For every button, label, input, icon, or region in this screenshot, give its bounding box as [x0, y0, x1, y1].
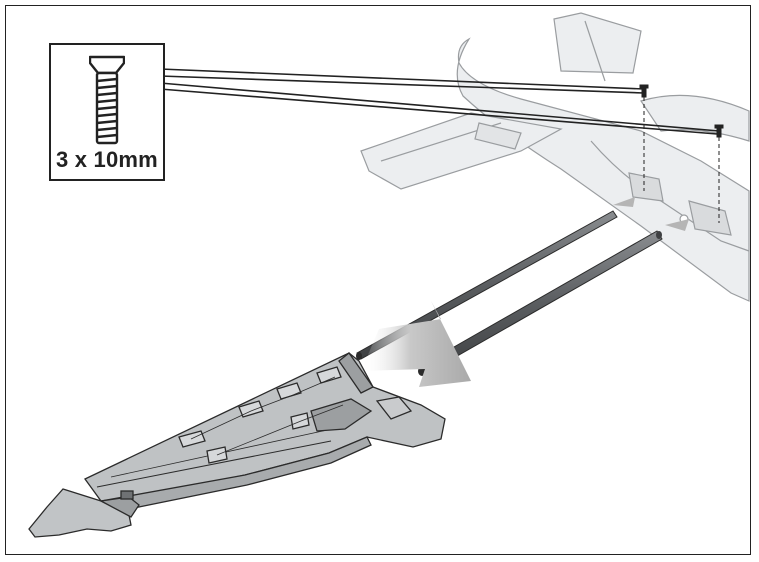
servo-bay-3	[276, 382, 302, 400]
rudder-hinge	[584, 20, 606, 82]
insert-arrow-small-2	[665, 219, 689, 231]
upper-deck	[640, 94, 750, 142]
leader-line-1	[159, 68, 645, 90]
servo-bay-1	[178, 430, 206, 448]
leader-line-1b	[159, 75, 645, 94]
wing-tube-rear-end	[356, 352, 362, 360]
assembly-diagram	[28, 12, 750, 538]
direction-arrows	[361, 197, 689, 387]
wingtip-tab	[98, 496, 140, 518]
wingtip	[28, 488, 140, 538]
servo-bay-4	[316, 366, 342, 384]
vertical-stabilizer	[553, 12, 642, 74]
servo-hatch	[474, 122, 522, 150]
fuselage-body	[456, 37, 750, 302]
insert-arrow-large	[361, 301, 471, 387]
screw-head-1	[639, 84, 649, 89]
wingtip-connector	[120, 490, 134, 500]
wing-root-face	[338, 352, 374, 394]
leader-line-2	[159, 82, 720, 132]
wire-run	[190, 376, 336, 440]
figure-frame: 3 x 10mm	[5, 5, 751, 555]
screw-size-label: 3 x 10mm	[56, 147, 158, 172]
hardware-callout: 3 x 10mm	[49, 43, 165, 181]
fuselage-ghost	[360, 12, 750, 302]
wing-socket-rear	[628, 172, 664, 202]
aileron-hinge	[96, 440, 332, 488]
wing-panel	[84, 352, 446, 510]
wing-tube-front-tip	[656, 231, 662, 239]
wing-socket-front	[688, 200, 732, 236]
callout-leaders	[159, 68, 720, 135]
servo-bay-2	[238, 400, 264, 418]
screw-head-2	[714, 124, 724, 129]
insert-arrow-small-1	[613, 197, 635, 207]
wing-tubes	[356, 210, 663, 376]
wing-flap	[100, 436, 372, 510]
root-fairing	[375, 396, 413, 420]
root-block	[310, 398, 373, 432]
horizontal-stabilizer	[360, 112, 563, 190]
countersunk-screw-icon	[89, 55, 125, 145]
leader-line-2b	[159, 88, 718, 135]
screw-guides	[639, 84, 724, 223]
wire-run-2	[216, 404, 344, 456]
